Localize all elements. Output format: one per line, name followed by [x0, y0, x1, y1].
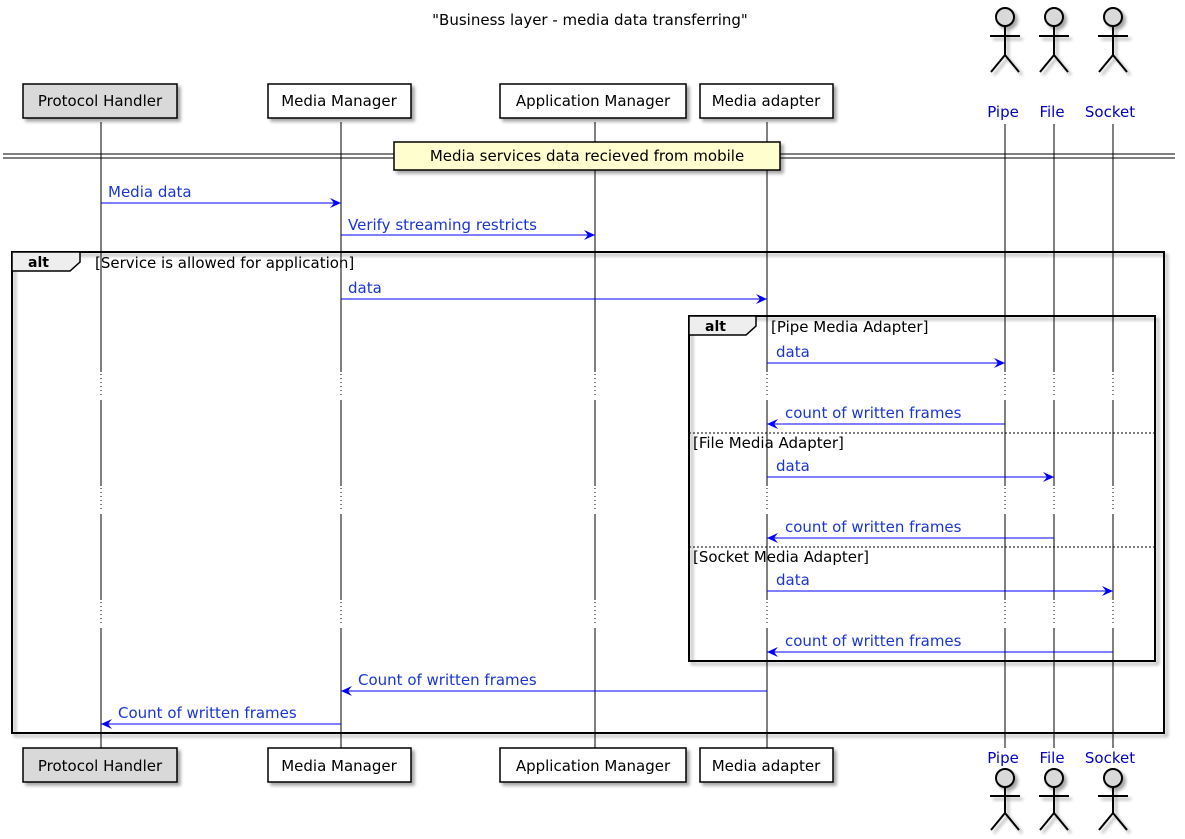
- actor-icon: [990, 7, 1020, 73]
- actor-label: File: [1039, 749, 1064, 767]
- actor-icon: [990, 768, 1020, 831]
- message-label-5: count of written frames: [785, 404, 962, 422]
- message-label-1: Media data: [108, 183, 192, 201]
- alt-frame-inner-tab: [688, 315, 757, 336]
- actor-label: Socket: [1085, 749, 1135, 767]
- actors-bottom: Pipe File Socket: [987, 749, 1135, 831]
- participant-media-manager-bottom: Media Manager: [267, 747, 412, 783]
- participants-bottom: Protocol Handler Media Manager Applicati…: [22, 747, 834, 783]
- participant-protocol-handler-bottom: Protocol Handler: [22, 747, 178, 783]
- participant-label: Protocol Handler: [38, 92, 163, 110]
- actor-socket-bottom: Socket: [1085, 749, 1135, 831]
- alt-keyword-inner: alt: [705, 319, 726, 335]
- participant-protocol-handler-top: Protocol Handler: [22, 83, 178, 119]
- participant-box: [267, 83, 412, 119]
- actor-file-top: File: [1039, 7, 1069, 121]
- participant-application-manager-top: Application Manager: [499, 83, 687, 119]
- participant-box: [499, 83, 687, 119]
- participant-label: Application Manager: [516, 757, 671, 775]
- alt-condition-file: [File Media Adapter]: [693, 434, 844, 452]
- participant-label: Media Manager: [281, 92, 397, 110]
- participant-application-manager-bottom: Application Manager: [499, 747, 687, 783]
- participant-media-adapter-top: Media adapter: [699, 83, 834, 119]
- message-label-8: data: [776, 571, 810, 589]
- message-label-7: count of written frames: [785, 518, 962, 536]
- alt-frame-outer: alt [Service is allowed for application]: [11, 251, 1165, 734]
- messages: Media data Verify streaming restricts da…: [101, 183, 1113, 729]
- message-label-2: Verify streaming restricts: [348, 216, 537, 234]
- divider: Media services data recieved from mobile: [3, 141, 1175, 171]
- alt-frame-outer-tab: [11, 251, 81, 272]
- actor-pipe-bottom: Pipe: [987, 749, 1020, 831]
- participant-label: Application Manager: [516, 92, 671, 110]
- alt-frame-outer-border: [11, 251, 1165, 734]
- participant-box: [499, 747, 687, 783]
- participant-media-manager-top: Media Manager: [267, 83, 412, 119]
- divider-label: Media services data recieved from mobile: [430, 147, 744, 165]
- alt-keyword-outer: alt: [28, 255, 49, 271]
- delay-gap-1: [0, 372, 1185, 400]
- actor-pipe-top: Pipe: [987, 7, 1020, 121]
- message-label-4: data: [776, 343, 810, 361]
- actor-icon: [1039, 7, 1069, 73]
- participant-label: Media adapter: [712, 757, 821, 775]
- actor-icon: [1098, 7, 1128, 73]
- message-label-9: count of written frames: [785, 632, 962, 650]
- actor-label: Socket: [1085, 103, 1135, 121]
- divider-note-box: [393, 141, 781, 171]
- actor-icon: [1039, 768, 1069, 831]
- actor-label: Pipe: [987, 103, 1019, 121]
- participant-label: Media adapter: [712, 92, 821, 110]
- alt-frame-inner-border: [688, 315, 1156, 662]
- participant-label: Protocol Handler: [38, 757, 163, 775]
- participant-box: [699, 83, 834, 119]
- actor-label: Pipe: [987, 749, 1019, 767]
- alt-condition-socket: [Socket Media Adapter]: [693, 548, 869, 566]
- participant-label: Media Manager: [281, 757, 397, 775]
- participant-box: [22, 747, 178, 783]
- delay-gap-3: [0, 600, 1185, 628]
- message-label-11: Count of written frames: [118, 704, 297, 722]
- actors-top: Pipe File Socket: [987, 7, 1135, 121]
- delay-gap-2: [0, 486, 1185, 514]
- alt-condition-pipe: [Pipe Media Adapter]: [771, 318, 928, 336]
- alt-condition-outer: [Service is allowed for application]: [95, 254, 354, 272]
- message-label-6: data: [776, 457, 810, 475]
- actor-socket-top: Socket: [1085, 7, 1135, 121]
- message-label-10: Count of written frames: [358, 671, 537, 689]
- lifelines: [100, 122, 1114, 748]
- participant-box: [267, 747, 412, 783]
- actor-icon: [1098, 768, 1128, 831]
- participant-media-adapter-bottom: Media adapter: [699, 747, 834, 783]
- actor-label: File: [1039, 103, 1064, 121]
- alt-frame-inner: alt [Pipe Media Adapter] [File Media Ada…: [688, 315, 1156, 662]
- diagram-title: "Business layer - media data transferrin…: [432, 11, 748, 29]
- participant-box: [22, 83, 178, 119]
- lifeline-delays: [0, 372, 1185, 628]
- actor-file-bottom: File: [1039, 749, 1069, 831]
- participants-top: Protocol Handler Media Manager Applicati…: [22, 83, 834, 119]
- participant-box: [699, 747, 834, 783]
- message-label-3: data: [348, 279, 382, 297]
